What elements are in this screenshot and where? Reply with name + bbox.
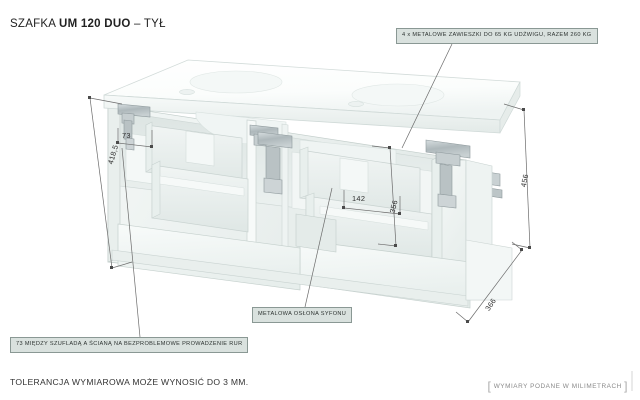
unit-note: [ WYMIARY PODANE W MILIMETRACH ] <box>487 379 628 393</box>
dimline-366 <box>467 249 523 323</box>
dimension-ticks <box>88 96 531 323</box>
dimline-418-5 <box>89 97 113 269</box>
unit-bracket-open: [ <box>487 379 492 393</box>
siphon-metal-shield <box>295 213 337 253</box>
dimline-356 <box>389 147 397 247</box>
dimline-142 <box>343 207 401 215</box>
callout-drawer-wall-gap: 73 MIĘDZY SZUFLADĄ A ŚCIANĄ NA BEZPROBLE… <box>10 337 249 353</box>
callout-metal-hangers: 4 x METALOWE ZAWIESZKI DO 65 KG UDŹWIGU,… <box>396 28 598 44</box>
leader-siphon <box>304 187 333 308</box>
dimline-73 <box>117 142 153 148</box>
page-title: SZAFKA UM 120 DUO – TYŁ <box>10 18 166 30</box>
page-title-suffix: – TYŁ <box>130 18 166 30</box>
dimline-456 <box>523 109 531 249</box>
callout-leader-lines <box>121 43 453 338</box>
tolerance-note: TOLERANCJA WYMIAROWA MOŻE WYNOSIĆ DO 3 M… <box>10 377 249 387</box>
drawer-lower-left <box>151 160 249 233</box>
leader-gap <box>121 147 141 338</box>
dimension-label-142: 142 <box>352 194 366 203</box>
page-title-model: UM 120 DUO <box>59 18 131 30</box>
page-title-prefix: SZAFKA <box>10 18 60 30</box>
hanger-left <box>117 103 151 151</box>
hanger-right <box>425 139 471 209</box>
unit-bracket-close: ] <box>624 379 628 393</box>
dimension-label-73: 73 <box>122 131 131 140</box>
hanger-mid-2 <box>257 131 293 195</box>
unit-note-text: WYMIARY PODANE W MILIMETRACH <box>493 383 622 390</box>
dimension-lines <box>89 97 531 323</box>
callout-siphon-cover: METALOWA OSŁONA SYFONU <box>252 307 353 323</box>
cabinet-body <box>103 59 521 309</box>
leader-hangers <box>401 43 453 149</box>
